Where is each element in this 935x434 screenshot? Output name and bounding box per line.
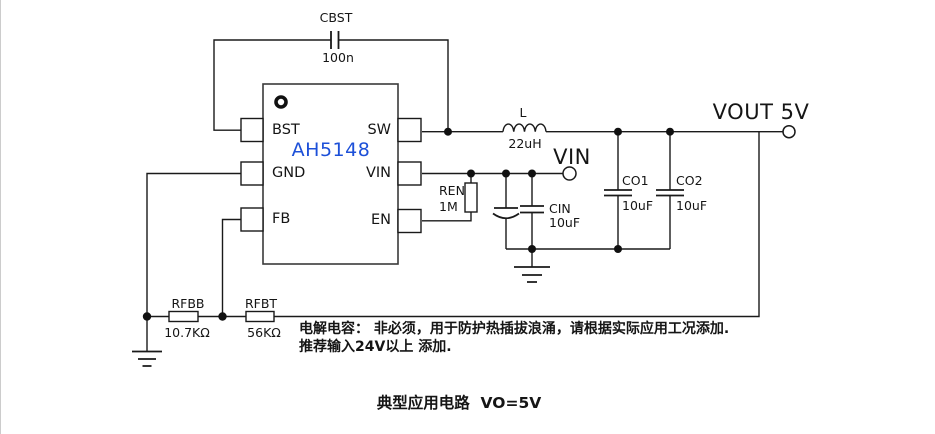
pin-box-bst <box>240 117 264 143</box>
pin-box-gnd <box>240 161 264 186</box>
vout-terminal <box>782 124 796 139</box>
ic-pin-en-label: EN <box>370 212 391 228</box>
vout-terminal-label: VOUT 5V <box>712 100 810 124</box>
co2-value-label: 10uF <box>676 198 708 213</box>
diagram-caption: 典型应用电路 VO=5V <box>376 394 542 412</box>
vin-terminal <box>562 166 577 181</box>
ic-pin-fb-label: FB <box>272 211 291 227</box>
capacitor-co1 <box>604 131 632 249</box>
ground-symbol-fb <box>132 316 162 367</box>
cin-ref-label: CIN <box>549 201 571 216</box>
ren-ref-label: REN <box>439 183 465 198</box>
ground-symbol-input <box>514 249 550 283</box>
ic-pin-sw-label: SW <box>367 122 391 138</box>
ic-name-label: AH5148 <box>291 139 371 161</box>
pin-box-vin <box>397 161 422 186</box>
wire-feedback <box>274 131 760 318</box>
rfbb-ref-label: RFBB <box>171 296 205 311</box>
wire-gnd-pin <box>146 172 241 317</box>
resistor-rfbt <box>222 310 275 323</box>
co1-value-label: 10uF <box>622 198 654 213</box>
ic-ah5148-body <box>240 83 422 265</box>
capacitor-co2 <box>656 131 684 249</box>
rfbt-ref-label: RFBT <box>244 296 278 311</box>
wire-bst-bootstrap <box>213 39 449 132</box>
inductor-value-label: 22uH <box>508 136 542 151</box>
resistor-ren <box>422 173 478 222</box>
cin-value-label: 10uF <box>549 215 581 230</box>
pin1-dot <box>274 95 288 109</box>
vin-terminal-label: VIN <box>553 145 591 169</box>
note-line1: 电解电容： 非必须，用于防护热插拔浪涌，请根据实际应用工况添加. <box>299 321 730 337</box>
rfbb-value-label: 10.7KΩ <box>164 325 210 340</box>
capacitor-electrolytic-input <box>492 173 520 249</box>
cbst-ref-label: CBST <box>319 10 353 25</box>
junction-dots <box>142 127 674 321</box>
capacitor-cbst <box>330 31 340 49</box>
capacitor-cin <box>520 173 544 249</box>
cbst-value-label: 100n <box>322 50 354 65</box>
co2-ref-label: CO2 <box>676 173 703 188</box>
inductor-ref-label: L <box>519 105 527 120</box>
ic-pin-bst-label: BST <box>272 122 300 138</box>
ic-pin-vin-label: VIN <box>365 165 391 181</box>
resistor-rfbb <box>147 310 223 323</box>
pin-box-fb <box>240 207 264 232</box>
co1-ref-label: CO1 <box>622 173 649 188</box>
note-line2: 推荐输入24V以上 添加. <box>299 339 452 355</box>
pin-box-sw <box>397 117 422 143</box>
pin-box-en <box>397 208 422 234</box>
ic-pin-gnd-label: GND <box>272 165 306 181</box>
rfbt-value-label: 56KΩ <box>247 325 281 340</box>
inductor-l <box>502 123 547 132</box>
wire-fb-pin <box>221 218 241 317</box>
ren-value-label: 1M <box>439 199 458 214</box>
